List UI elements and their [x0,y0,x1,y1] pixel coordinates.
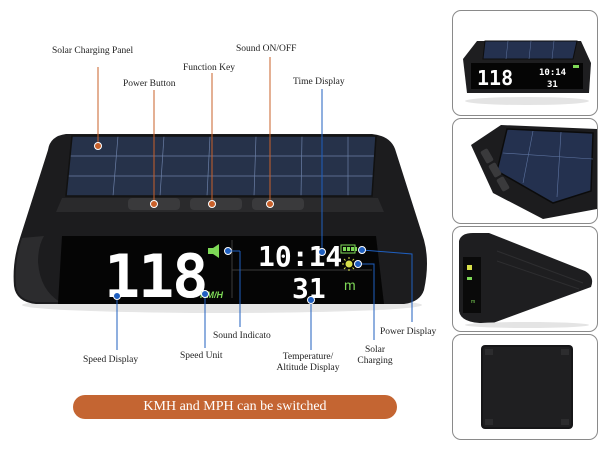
time-readout: 10:14 [258,240,342,273]
label-speed-unit: Speed Unit [180,351,223,361]
speed-unit-text: KM/H [200,290,223,300]
lcd-screen [58,236,384,304]
sound-onoff-button[interactable] [252,198,304,210]
label-solar-charging-panel: Solar Charging Panel [52,46,134,56]
callout-lines [97,57,413,350]
thumbnail-front-angle-image: 118 10:14 31 [463,40,591,105]
battery-icon [340,244,357,254]
svg-text:m: m [471,299,475,305]
label-power-display: Power Display [380,327,437,337]
label-speed-display: Speed Display [83,355,139,365]
device-side-highlight [15,236,61,302]
thumbnail-side-profile-image: m [459,233,593,328]
thumbnail-bottom-view-image [481,345,573,429]
label-sound-indicator: Sound Indicato [213,331,271,341]
label-power-button: Power Button [123,79,176,89]
thumbnail-side-profile[interactable]: m [452,226,598,332]
solar-charging-icon [342,257,356,271]
thumb-speed: 118 [477,66,513,90]
altitude-unit-text: m [344,277,356,293]
label-function-key: Function Key [183,63,235,73]
thumb-temperature: 31 [547,80,558,90]
label-temperature-altitude: Temperature/ Altitude Display [276,352,340,373]
thumbnail-side-buttons-image [471,125,597,219]
hud-device-illustration: 118 KM/H 10:14 31 m [13,57,427,350]
label-sound-onoff: Sound ON/OFF [236,44,297,54]
speed-readout: 118 [104,242,206,312]
label-solar-charging: Solar Charging [357,345,393,366]
thumbnail-bottom-view[interactable] [452,334,598,440]
solar-panel [65,135,377,197]
thumbnail-side-buttons[interactable] [452,118,598,224]
callout-dots [94,142,366,304]
sound-indicator-icon [208,244,219,258]
thumb-time: 10:14 [539,68,567,78]
thumbnail-front-angle[interactable]: 118 10:14 31 [452,10,598,116]
label-time-display: Time Display [293,77,345,87]
unit-switch-banner: KMH and MPH can be switched [73,395,397,419]
